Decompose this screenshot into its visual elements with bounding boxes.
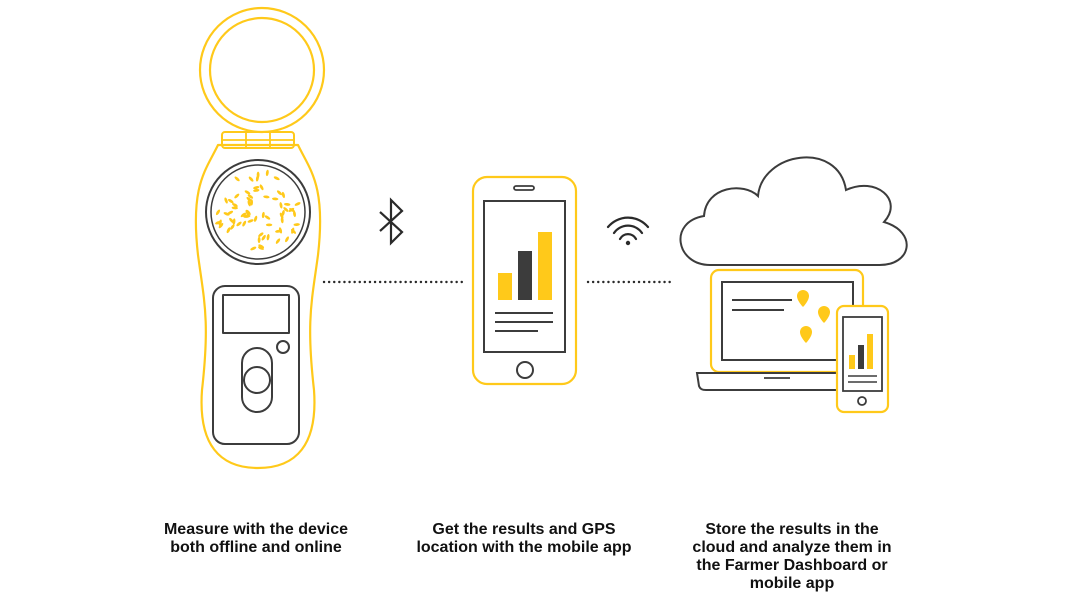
mobile-phone <box>471 175 578 386</box>
location-pin-icon <box>797 290 830 343</box>
grain <box>250 246 257 251</box>
grain <box>279 202 283 209</box>
caption-mobile-app: Get the results and GPS location with th… <box>394 521 654 557</box>
grain <box>215 209 221 216</box>
grain <box>223 212 230 216</box>
grain <box>258 244 265 249</box>
grain <box>240 212 247 218</box>
text-lines <box>495 312 553 332</box>
grain <box>275 238 281 244</box>
grain <box>266 234 270 241</box>
grain <box>247 219 254 223</box>
grain <box>253 215 258 222</box>
grain <box>293 223 300 227</box>
caption-line: Store the results in the <box>705 521 879 538</box>
grain <box>273 176 280 181</box>
grain <box>253 186 260 190</box>
grain <box>227 199 234 204</box>
grain <box>261 234 266 241</box>
grain <box>265 223 273 227</box>
grain <box>276 190 283 196</box>
grain <box>258 232 264 237</box>
grain <box>234 176 240 182</box>
grain <box>281 209 285 217</box>
bluetooth-icon <box>379 197 404 246</box>
caption-line: cloud and analyze them in <box>692 539 892 556</box>
device-body <box>194 143 322 470</box>
grain <box>278 227 283 234</box>
cloud-icon <box>679 156 908 267</box>
wifi-icon <box>606 216 650 246</box>
grain <box>247 200 251 207</box>
grain <box>261 211 265 219</box>
measuring-device <box>194 6 326 470</box>
grain <box>231 203 238 207</box>
grain <box>236 221 242 227</box>
grain <box>285 236 289 243</box>
grain <box>231 206 238 210</box>
grain <box>242 220 247 227</box>
grain <box>230 224 235 230</box>
bar-chart-icon <box>498 232 552 300</box>
grain <box>290 228 297 234</box>
caption-measure: Measure with the device both offline and… <box>126 521 386 557</box>
grain <box>215 220 222 225</box>
grain <box>248 176 254 182</box>
grain <box>280 216 284 224</box>
grain <box>226 227 231 234</box>
grain <box>253 188 260 192</box>
grain <box>218 222 224 229</box>
small-phone <box>835 304 890 414</box>
grain <box>224 197 228 204</box>
grain <box>283 207 289 212</box>
grain <box>294 202 301 206</box>
grain <box>272 197 279 201</box>
grain <box>256 171 260 179</box>
grain <box>284 202 291 206</box>
grain <box>232 218 236 225</box>
caption-line: location with the mobile app <box>416 539 632 556</box>
diagram-illustration <box>194 6 908 470</box>
caption-line: both offline and online <box>170 539 342 556</box>
caption-cloud: Store the results in the cloud and analy… <box>662 521 922 593</box>
grain <box>259 184 264 191</box>
caption-line: the Farmer Dashboard or <box>696 557 888 574</box>
grain-sample <box>215 169 301 251</box>
grain <box>265 169 269 177</box>
grain <box>258 246 264 250</box>
grain <box>244 214 251 218</box>
caption-line: Measure with the device <box>163 521 349 538</box>
grain <box>246 196 252 202</box>
grain <box>279 212 284 219</box>
laptop <box>695 268 872 391</box>
grain <box>264 215 271 220</box>
caption-line: mobile app <box>749 575 835 592</box>
grain <box>227 210 234 215</box>
grain <box>245 209 250 216</box>
grain <box>247 194 254 199</box>
grain <box>281 191 285 199</box>
grain <box>293 210 296 218</box>
grain <box>244 190 251 195</box>
grain <box>234 193 240 199</box>
grain <box>289 208 295 212</box>
caption-line: Get the results and GPS <box>432 521 616 538</box>
grain <box>257 236 261 244</box>
grain <box>263 195 270 199</box>
